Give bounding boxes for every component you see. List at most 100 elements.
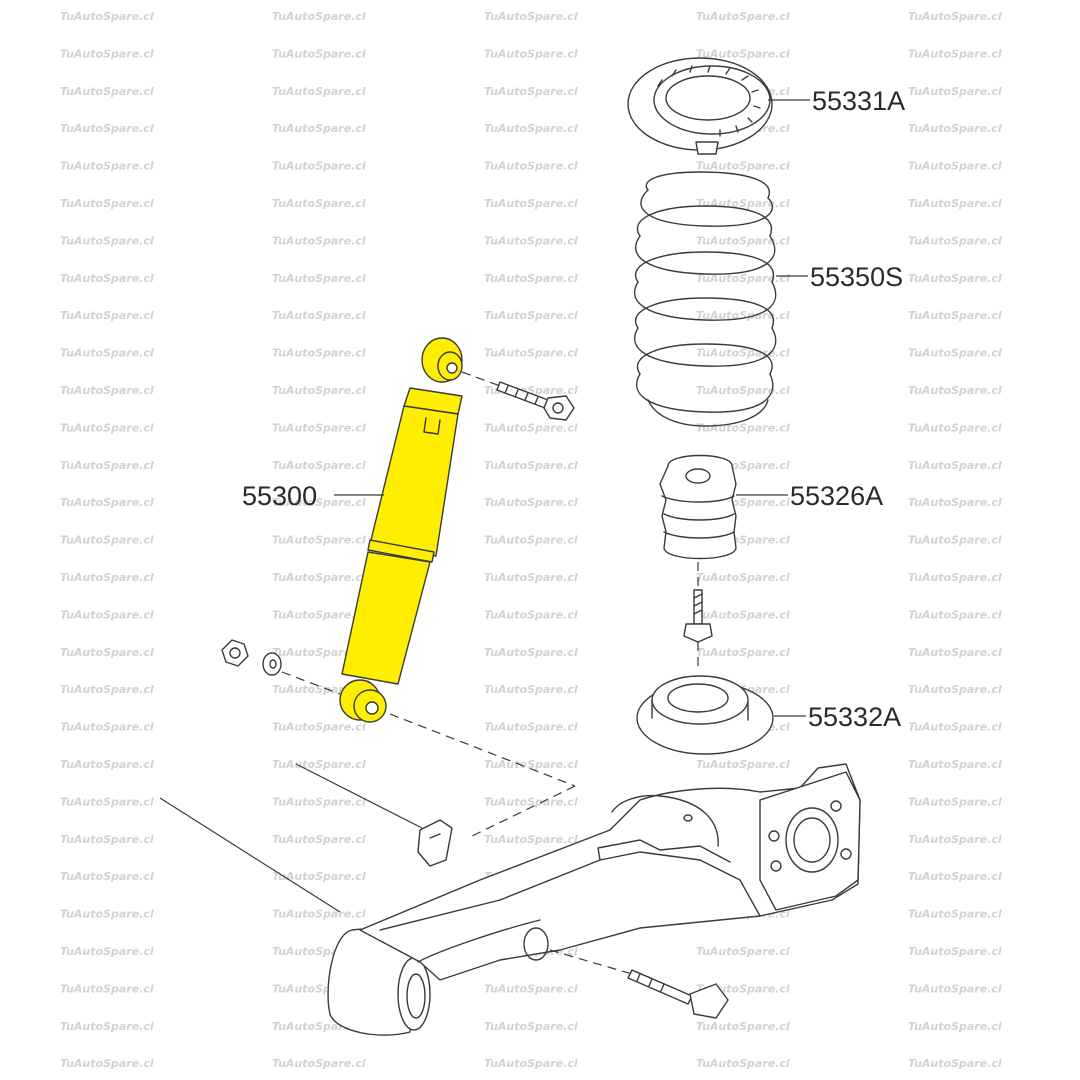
watermark-text: TuAutoSpare.cl xyxy=(60,234,154,247)
watermark-text: TuAutoSpare.cl xyxy=(484,683,578,696)
lower-spring-seat[interactable] xyxy=(636,642,774,755)
watermark-text: TuAutoSpare.cl xyxy=(60,683,154,696)
watermark-text: TuAutoSpare.cl xyxy=(60,421,154,434)
watermark-text: TuAutoSpare.cl xyxy=(908,347,1002,360)
watermark-text: TuAutoSpare.cl xyxy=(908,833,1002,846)
axle-mount-bolt[interactable] xyxy=(549,949,729,1019)
watermark-text: TuAutoSpare.cl xyxy=(696,1020,790,1033)
watermark-text: TuAutoSpare.cl xyxy=(908,459,1002,472)
watermark-text: TuAutoSpare.cl xyxy=(484,122,578,135)
label-55326A[interactable]: 55326A xyxy=(790,481,883,511)
watermark-text: TuAutoSpare.cl xyxy=(908,945,1002,958)
watermark-text: TuAutoSpare.cl xyxy=(60,272,154,285)
watermark-text: TuAutoSpare.cl xyxy=(908,571,1002,584)
watermark-text: TuAutoSpare.cl xyxy=(60,384,154,397)
watermark-text: TuAutoSpare.cl xyxy=(696,945,790,958)
watermark-text: TuAutoSpare.cl xyxy=(908,795,1002,808)
shock-lower-washer[interactable] xyxy=(262,652,282,676)
watermark-text: TuAutoSpare.cl xyxy=(484,272,578,285)
label-55300[interactable]: 55300 xyxy=(242,481,317,511)
watermark-text: TuAutoSpare.cl xyxy=(60,571,154,584)
watermark-text: TuAutoSpare.cl xyxy=(60,309,154,322)
watermark-text: TuAutoSpare.cl xyxy=(60,908,154,921)
watermark-text: TuAutoSpare.cl xyxy=(484,534,578,547)
watermark-text: TuAutoSpare.cl xyxy=(272,908,366,921)
watermark-text: TuAutoSpare.cl xyxy=(908,85,1002,98)
watermark-text: TuAutoSpare.cl xyxy=(484,646,578,659)
coil-spring[interactable] xyxy=(633,171,777,427)
watermark-text: TuAutoSpare.cl xyxy=(272,122,366,135)
watermark-text: TuAutoSpare.cl xyxy=(908,908,1002,921)
watermark-text: TuAutoSpare.cl xyxy=(908,534,1002,547)
upper-spring-seat[interactable] xyxy=(627,57,773,155)
watermark-text: TuAutoSpare.cl xyxy=(484,459,578,472)
watermark-text: TuAutoSpare.cl xyxy=(484,721,578,734)
watermark-text: TuAutoSpare.cl xyxy=(484,795,578,808)
watermark-text: TuAutoSpare.cl xyxy=(696,1057,790,1070)
watermark-text: TuAutoSpare.cl xyxy=(908,982,1002,995)
watermark-text: TuAutoSpare.cl xyxy=(908,421,1002,434)
watermark-text: TuAutoSpare.cl xyxy=(696,234,790,247)
watermark-text: TuAutoSpare.cl xyxy=(908,160,1002,173)
watermark-text: TuAutoSpare.cl xyxy=(484,234,578,247)
watermark-text: TuAutoSpare.cl xyxy=(908,721,1002,734)
watermark-text: TuAutoSpare.cl xyxy=(908,758,1002,771)
watermark-text: TuAutoSpare.cl xyxy=(484,47,578,60)
bump-stopper[interactable] xyxy=(659,454,737,643)
watermark-text: TuAutoSpare.cl xyxy=(60,160,154,173)
watermark-text: TuAutoSpare.cl xyxy=(272,347,366,360)
watermark-text: TuAutoSpare.cl xyxy=(272,85,366,98)
watermark-text: TuAutoSpare.cl xyxy=(908,122,1002,135)
label-55332A[interactable]: 55332A xyxy=(808,702,901,732)
shock-upper-bolt[interactable] xyxy=(461,371,575,421)
watermark-text: TuAutoSpare.cl xyxy=(272,309,366,322)
watermark-text: TuAutoSpare.cl xyxy=(908,47,1002,60)
watermark-text: TuAutoSpare.cl xyxy=(60,459,154,472)
watermark-text: TuAutoSpare.cl xyxy=(60,122,154,135)
watermark-text: TuAutoSpare.cl xyxy=(272,459,366,472)
watermark-text: TuAutoSpare.cl xyxy=(908,683,1002,696)
watermark-text: TuAutoSpare.cl xyxy=(60,197,154,210)
watermark-text: TuAutoSpare.cl xyxy=(696,758,790,771)
watermark-text: TuAutoSpare.cl xyxy=(272,384,366,397)
shock-lower-nut[interactable] xyxy=(221,639,249,667)
watermark-text: TuAutoSpare.cl xyxy=(272,47,366,60)
watermark-text: TuAutoSpare.cl xyxy=(484,10,578,23)
shock-absorber[interactable] xyxy=(339,337,463,723)
watermark-text: TuAutoSpare.cl xyxy=(696,160,790,173)
watermark-text: TuAutoSpare.cl xyxy=(484,982,578,995)
watermark-text: TuAutoSpare.cl xyxy=(60,1020,154,1033)
watermark-text: TuAutoSpare.cl xyxy=(484,85,578,98)
watermark-text: TuAutoSpare.cl xyxy=(60,833,154,846)
watermark-text: TuAutoSpare.cl xyxy=(484,347,578,360)
watermark-text: TuAutoSpare.cl xyxy=(60,982,154,995)
watermark-text: TuAutoSpare.cl xyxy=(272,1057,366,1070)
watermark-text: TuAutoSpare.cl xyxy=(60,758,154,771)
watermark-text: TuAutoSpare.cl xyxy=(60,945,154,958)
watermark-text: TuAutoSpare.cl xyxy=(484,496,578,509)
watermark-text: TuAutoSpare.cl xyxy=(60,47,154,60)
watermark-text: TuAutoSpare.cl xyxy=(696,309,790,322)
rear-axle-beam[interactable] xyxy=(159,763,861,1036)
watermark-text: TuAutoSpare.cl xyxy=(484,571,578,584)
watermark-text: TuAutoSpare.cl xyxy=(60,85,154,98)
watermark-text: TuAutoSpare.cl xyxy=(696,608,790,621)
watermark-text: TuAutoSpare.cl xyxy=(272,272,366,285)
watermark-text: TuAutoSpare.cl xyxy=(60,721,154,734)
label-55350S[interactable]: 55350S xyxy=(810,262,903,292)
watermark-text: TuAutoSpare.cl xyxy=(272,758,366,771)
watermark-text: TuAutoSpare.cl xyxy=(60,608,154,621)
watermark-text: TuAutoSpare.cl xyxy=(908,646,1002,659)
watermark-text: TuAutoSpare.cl xyxy=(272,496,366,509)
watermark-text: TuAutoSpare.cl xyxy=(272,160,366,173)
label-55331A[interactable]: 55331A xyxy=(812,86,905,116)
watermark-text: TuAutoSpare.cl xyxy=(484,1057,578,1070)
watermark-text: TuAutoSpare.cl xyxy=(908,384,1002,397)
watermark-text: TuAutoSpare.cl xyxy=(484,758,578,771)
watermark-text: TuAutoSpare.cl xyxy=(60,10,154,23)
watermark-text: TuAutoSpare.cl xyxy=(696,571,790,584)
watermark-text: TuAutoSpare.cl xyxy=(272,234,366,247)
watermark-text: TuAutoSpare.cl xyxy=(272,608,366,621)
watermark-text: TuAutoSpare.cl xyxy=(696,384,790,397)
